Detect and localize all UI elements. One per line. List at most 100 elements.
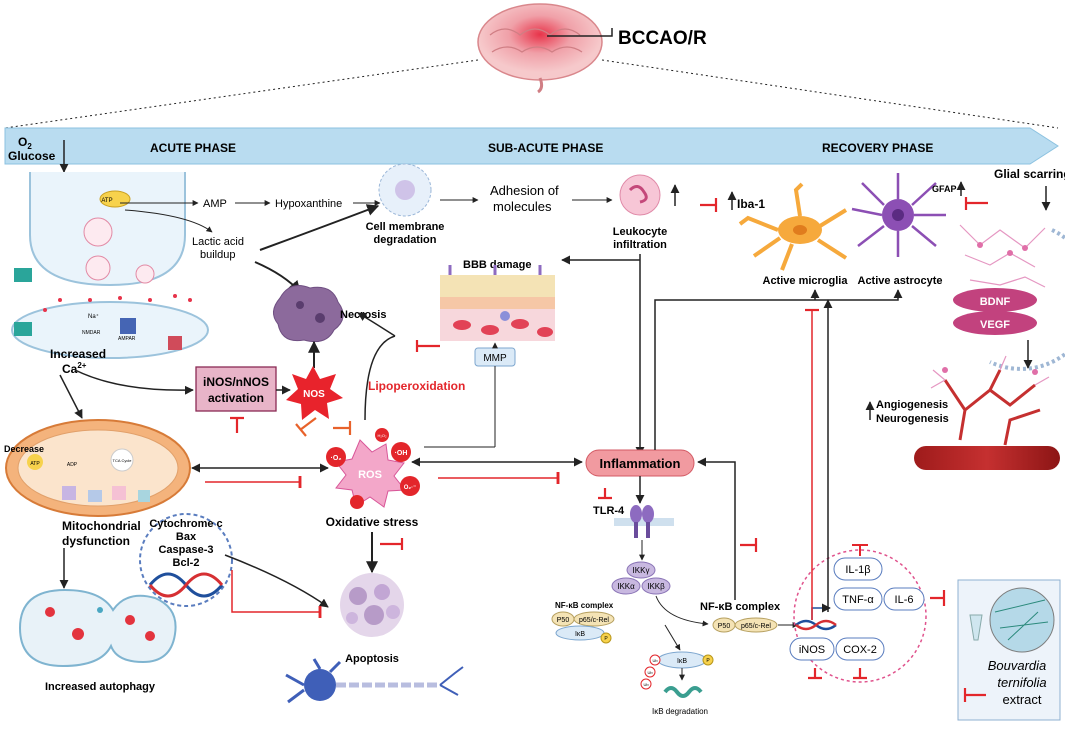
necrosis-label: Necrosis bbox=[340, 309, 386, 321]
zoom-line-left bbox=[4, 59, 479, 129]
p65-small: p65/c-Rel bbox=[579, 617, 609, 624]
treatment-label-1: Bouvardia bbox=[988, 658, 1047, 673]
synapse-na: Na⁺ bbox=[88, 313, 99, 320]
treatment-panel bbox=[957, 579, 1061, 721]
nos-inhibitor bbox=[295, 417, 317, 437]
mito-adp-label: ADP bbox=[67, 462, 78, 468]
inos-label: iNOS bbox=[799, 644, 825, 656]
cytochrome-label: Cytochrome c bbox=[149, 518, 222, 530]
oxidative-stress-label: Oxidative stress bbox=[326, 515, 419, 529]
mito-tca-label: TCA Cycle bbox=[113, 458, 133, 463]
treatment-label-2: ternifolia bbox=[997, 675, 1046, 690]
increased-label: Increased bbox=[50, 347, 106, 361]
phase-timeline-bar bbox=[4, 127, 1059, 165]
hypoxanthine-label: Hypoxanthine bbox=[275, 198, 342, 210]
degraded-ikb-icon bbox=[663, 686, 703, 698]
ikb-deg-node: IκB bbox=[677, 658, 687, 665]
inos-bottom-inhibitor bbox=[808, 668, 822, 680]
ikkb-label: IKKβ bbox=[647, 582, 665, 591]
il1b-label: IL-1β bbox=[845, 564, 870, 576]
iba-inhibitor bbox=[700, 198, 718, 212]
necrosis-inhibitor bbox=[415, 340, 440, 352]
treatment-inhibitor bbox=[963, 688, 986, 702]
tlr-receptor-icon bbox=[614, 505, 674, 538]
p50-small: P50 bbox=[557, 617, 570, 624]
membrane-label-2: degradation bbox=[374, 234, 437, 246]
lipoperoxidation-label: Lipoperoxidation bbox=[368, 379, 465, 393]
membrane-label-1: Cell membrane bbox=[366, 221, 445, 233]
ros-inhibitor bbox=[333, 421, 352, 435]
input-o2: O2 bbox=[18, 135, 32, 151]
inos-nnos-label-1: iNOS/nNOS bbox=[203, 375, 269, 389]
nfkb-small-label: NF-κB complex bbox=[555, 601, 614, 610]
nos-star-label: NOS bbox=[303, 389, 325, 400]
il1b-node bbox=[833, 557, 883, 581]
mito-dys-label-1: Mitochondrial bbox=[62, 519, 141, 533]
ub-tag-3: Ub bbox=[643, 682, 649, 687]
phospho-deg: P bbox=[706, 658, 710, 664]
inos-inhibitor bbox=[230, 416, 244, 433]
brain-icon bbox=[477, 3, 603, 94]
mitochondrion-icon bbox=[5, 419, 191, 517]
ros-oh-label: ·OH bbox=[395, 450, 408, 457]
phospho-small: P bbox=[604, 636, 608, 642]
neuron-icon bbox=[285, 658, 464, 704]
treatment-label-3: extract bbox=[1002, 692, 1041, 707]
acute-phase-label: ACUTE PHASE bbox=[150, 141, 236, 155]
ros-center-label: ROS bbox=[358, 469, 382, 481]
il6-inhibitor bbox=[930, 590, 946, 606]
ros-burst-icon bbox=[326, 428, 420, 509]
leukocyte-icon bbox=[619, 174, 661, 216]
astrocyte-icon bbox=[851, 173, 946, 257]
glial-scarring-label: Glial scarring bbox=[994, 167, 1065, 181]
ros-h2o2-label: H₂O₂ bbox=[377, 433, 387, 438]
angiogenesis-vessels-icon bbox=[914, 355, 1060, 470]
cytokines-circle bbox=[793, 549, 927, 683]
ikkg-label: IKKγ bbox=[633, 566, 650, 575]
il6-node bbox=[883, 587, 925, 611]
ros-o2-label: ·O₂ bbox=[331, 455, 342, 462]
iba-label: Iba-1 bbox=[737, 197, 765, 211]
tlr-label: TLR-4 bbox=[593, 505, 625, 517]
bbb-damage-label: BBB damage bbox=[463, 259, 531, 271]
inos-nnos-label-2: activation bbox=[208, 391, 264, 405]
recovery-phase-label: RECOVERY PHASE bbox=[822, 141, 933, 155]
synapse-nmda: NMDAR bbox=[82, 330, 101, 336]
oxidative-inhibitor bbox=[380, 538, 404, 550]
tnfa-node bbox=[833, 587, 883, 611]
autophagy-cell-icon bbox=[18, 588, 177, 668]
subacute-phase-label: SUB-ACUTE PHASE bbox=[488, 141, 603, 155]
zoom-line-right bbox=[601, 59, 1059, 129]
astrocyte-label: Active astrocyte bbox=[858, 275, 943, 287]
ikkg-node bbox=[626, 561, 656, 579]
nfkb-label: NF-κB complex bbox=[700, 601, 781, 613]
bcl2-label: Bcl-2 bbox=[173, 557, 200, 569]
ikkb-node bbox=[641, 577, 671, 595]
ros-o2b-label: O₂·⁻ bbox=[404, 485, 417, 491]
mito-decrease-label: Decrease bbox=[4, 444, 44, 454]
glial-scar-network bbox=[959, 224, 1065, 371]
gfap-inhibitor bbox=[964, 197, 988, 210]
cox2-label: COX-2 bbox=[843, 644, 877, 656]
angiogenesis-label: Angiogenesis bbox=[876, 399, 948, 411]
inos-node bbox=[789, 637, 835, 661]
ikka-node bbox=[611, 577, 641, 595]
tnfa-label: TNF-α bbox=[842, 594, 874, 606]
brain-pointer-line bbox=[547, 28, 613, 37]
caspase-label: Caspase-3 bbox=[158, 544, 213, 556]
ikb-small: IκB bbox=[575, 631, 585, 638]
microglia-icon bbox=[738, 182, 848, 271]
bdnf-label: BDNF bbox=[980, 296, 1011, 308]
mmp-label: MMP bbox=[483, 353, 507, 364]
leukocyte-label-1: Leukocyte bbox=[613, 226, 667, 238]
adhesion-label-1: Adhesion of bbox=[490, 183, 559, 198]
nos-star-icon bbox=[286, 366, 343, 420]
bax-label: Bax bbox=[176, 531, 197, 543]
mito-dys-label-2: dysfunction bbox=[62, 534, 130, 548]
cox2-bottom-inhibitor bbox=[853, 668, 867, 680]
amp-label: AMP bbox=[203, 198, 227, 210]
synapse-illustration bbox=[11, 172, 209, 359]
ub-tag-1: Ub bbox=[652, 658, 658, 663]
synapse-ampa: AMPAR bbox=[118, 336, 136, 342]
cell-membrane-icon bbox=[378, 163, 432, 217]
